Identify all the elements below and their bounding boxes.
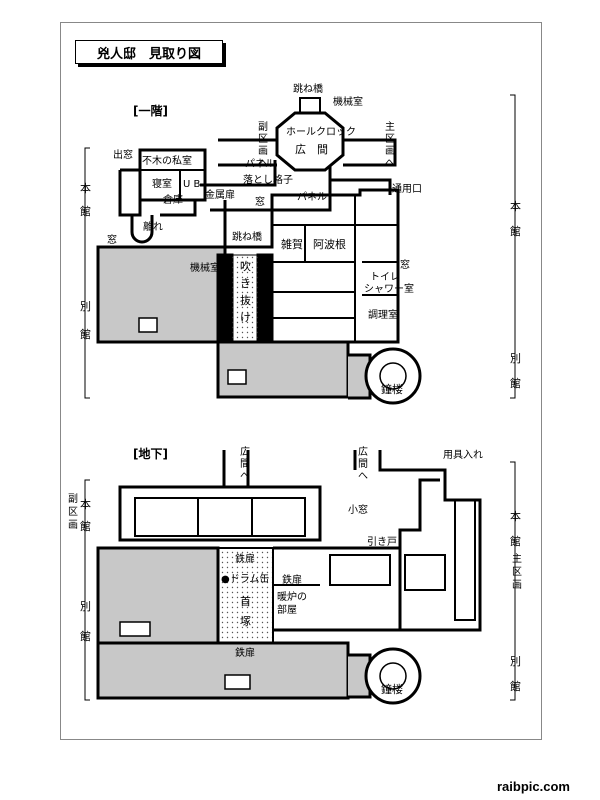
f1-wing-annex-right-1: 別 bbox=[510, 352, 521, 365]
f1-wing-main-1: 本 bbox=[80, 181, 91, 195]
label-atrium-2: き bbox=[240, 277, 251, 290]
b-head-mound-2: 塚 bbox=[240, 615, 251, 628]
label-shower: シャワー室 bbox=[364, 282, 414, 295]
label-hall-clock: ホールクロック bbox=[286, 126, 356, 138]
b-hall-right-2: 間 bbox=[358, 458, 368, 470]
f1-wing-annex-1: 別 bbox=[80, 300, 91, 313]
label-atrium-4: け bbox=[240, 311, 251, 324]
watermark: raibpic.com bbox=[497, 779, 570, 794]
b-hall-left-3: へ bbox=[240, 471, 250, 482]
b-hall-right-1: 広 bbox=[358, 445, 368, 458]
label-window1: 窓 bbox=[255, 195, 265, 208]
b-iron-door1: 鉄扉 bbox=[235, 552, 255, 565]
b-wing-mainsec-right-2: 区 bbox=[512, 566, 522, 578]
wing-brackets bbox=[84, 94, 516, 701]
label-sub-gallery-4: へ bbox=[258, 158, 268, 169]
b-hall-right-3: へ bbox=[358, 471, 368, 482]
label-hall: 広 間 bbox=[295, 143, 328, 156]
label-atrium-1: 吹 bbox=[240, 260, 251, 273]
label-machine-room-top: 機械室 bbox=[333, 95, 363, 108]
label-main-gallery-2: 区 bbox=[385, 133, 395, 145]
label-sub-gallery-3: 画 bbox=[258, 146, 268, 157]
b-wing-annex-right-2: 館 bbox=[510, 679, 521, 693]
label-metal-door: 金属扉 bbox=[205, 188, 235, 201]
b-wing-annex-left-1: 別 bbox=[80, 600, 91, 613]
b-wing-sub-left-3: 画 bbox=[68, 520, 78, 531]
b-wing-sub-left-1: 副 bbox=[68, 493, 78, 505]
label-panel2: パネル bbox=[297, 191, 327, 203]
label-clock-tower-b: 鐘楼 bbox=[381, 682, 403, 696]
floor1-header: [一階] bbox=[133, 103, 168, 118]
label-main-gallery-3: 画 bbox=[385, 146, 395, 157]
label-ub: U B bbox=[183, 179, 200, 190]
f1-wing-annex-2: 館 bbox=[80, 327, 91, 341]
b-iron-door3: 鉄扉 bbox=[235, 646, 255, 659]
label-window2: 窓 bbox=[107, 233, 117, 246]
page-frame bbox=[60, 22, 542, 740]
b-wing-mainsec-right-3: 画 bbox=[512, 580, 522, 591]
b-boiler-1: 暖炉の bbox=[277, 590, 307, 603]
f1-wing-main-right-1: 本 bbox=[510, 199, 521, 213]
label-service-door: 通用口 bbox=[392, 183, 422, 195]
label-toilet: トイレ bbox=[370, 272, 400, 283]
label-main-gallery-4: へ bbox=[385, 158, 395, 169]
label-machine-room-mid: 機械室 bbox=[190, 261, 220, 274]
label-fuki-room: 不木の私室 bbox=[142, 154, 192, 167]
label-sub-gallery-2: 区 bbox=[258, 133, 268, 145]
label-main-gallery-1: 主 bbox=[385, 121, 395, 133]
label-aharu: 阿波根 bbox=[313, 237, 346, 251]
b-wing-annex-right-1: 別 bbox=[510, 655, 521, 668]
b-hall-left-1: 広 bbox=[240, 445, 250, 458]
basement-header: [地下] bbox=[133, 446, 168, 461]
label-bedroom: 寝室 bbox=[152, 177, 172, 190]
f1-wing-main-2: 館 bbox=[80, 204, 91, 218]
b-sliding-door: 引き戸 bbox=[367, 536, 397, 548]
basement-plan bbox=[96, 450, 482, 705]
label-window3: 窓 bbox=[400, 258, 410, 271]
page-title: 兇人邸 見取り図 bbox=[75, 40, 223, 64]
b-small-window: 小窓 bbox=[348, 503, 368, 516]
label-panel1: パネル bbox=[245, 158, 275, 170]
label-sub-gallery-1: 副 bbox=[258, 121, 268, 133]
b-head-mound-1: 首 bbox=[240, 594, 251, 608]
b-wing-mainsec-right-1: 主 bbox=[512, 553, 522, 565]
label-storage: 倉庫 bbox=[163, 193, 183, 206]
b-wing-main-right-1: 本 bbox=[510, 509, 521, 523]
b-wing-annex-left-2: 館 bbox=[80, 629, 91, 643]
f1-wing-main-right-2: 館 bbox=[510, 224, 521, 238]
label-kitchen: 調理室 bbox=[368, 308, 398, 321]
floor1-plan bbox=[96, 97, 422, 405]
b-iron-door2: 鉄扉 bbox=[282, 573, 302, 586]
b-boiler-2: 部屋 bbox=[277, 603, 297, 616]
b-wing-main-right-2: 館 bbox=[510, 534, 521, 548]
label-exit-window: 出窓 bbox=[113, 148, 133, 161]
b-drum: ●ドラム缶 bbox=[221, 572, 269, 585]
label-atrium-3: 抜 bbox=[240, 293, 251, 307]
b-hall-left-2: 間 bbox=[240, 458, 250, 470]
b-wing-main-left-1: 本 bbox=[80, 497, 91, 511]
label-zatsuga: 雑賀 bbox=[281, 237, 303, 251]
label-clock-tower-f1: 鐘楼 bbox=[381, 382, 403, 396]
label-lattice: 落とし格子 bbox=[243, 173, 293, 186]
label-drawbridge-mid: 跳ね橋 bbox=[232, 230, 262, 243]
b-wing-main-left-2: 館 bbox=[80, 519, 91, 533]
b-tools: 用具入れ bbox=[443, 449, 483, 461]
b-wing-sub-left-2: 区 bbox=[68, 506, 78, 518]
label-drawbridge-top: 跳ね橋 bbox=[293, 82, 323, 95]
label-detached: 離れ bbox=[143, 220, 163, 233]
f1-wing-annex-right-2: 館 bbox=[510, 376, 521, 390]
